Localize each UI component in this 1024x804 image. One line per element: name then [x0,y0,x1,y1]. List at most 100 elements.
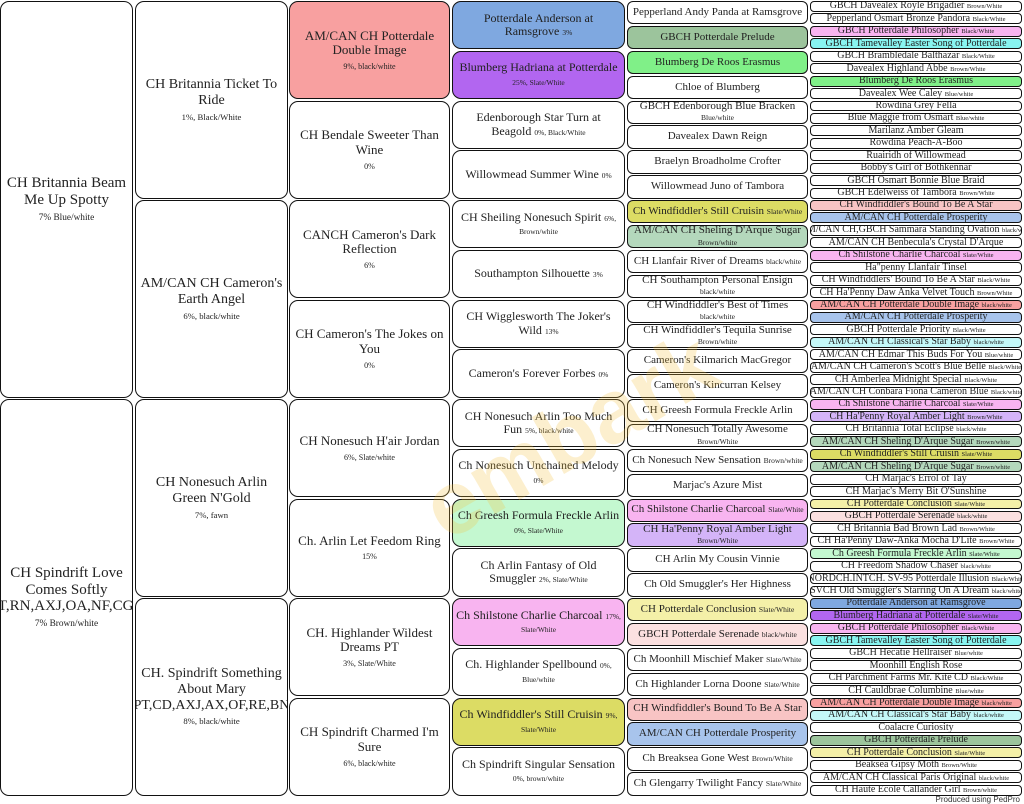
ancestor-box[interactable]: CH Marjac's Errol of Tay [810,473,1022,485]
ancestor-box[interactable]: Pepperland Andy Panda at Ramsgrove [627,1,808,25]
ancestor-box[interactable]: AM/CAN CH Potterdale Double Image 9%, bl… [289,1,450,99]
ancestor-box[interactable]: CH Windfiddlers' Bound To Be A Star Blac… [810,274,1022,286]
ancestor-box[interactable]: CH Britannia Ticket To Ride 1%, Black/Wh… [135,1,288,199]
ancestor-box[interactable]: Ch Arlin Fantasy of Old Smuggler 2%, Sla… [452,548,625,597]
ancestor-box[interactable]: CH Windfiddler's Bound To Be A Star [810,200,1022,211]
ancestor-box[interactable]: AM/CAN CH Sheling D'Arque Sugar Brown/wh… [627,224,808,249]
ancestor-box[interactable]: Ch Shilstone Charlie Charcoal Slate/Whit… [627,498,808,522]
ancestor-box[interactable]: Ch Spindrift Singular Sensation 0%, brow… [452,747,625,796]
ancestor-box[interactable]: GBCH Osmart Bonnie Blue Braid [810,175,1022,187]
ancestor-box[interactable]: Blumberg De Roos Erasmus [627,50,808,75]
ancestor-box[interactable]: Moonhill English Rose [810,660,1022,672]
ancestor-box[interactable]: NORDCH.INTCH. SV-95 Potterdale Illusion … [810,573,1022,585]
ancestor-box[interactable]: Bobby's Girl of Bothkennar [810,162,1022,174]
ancestor-box[interactable]: AM/CAN CH Potterdale Prosperity [627,722,808,746]
ancestor-box[interactable]: CH Southampton Personal Ensign black/whi… [627,274,808,298]
ancestor-box[interactable]: CH Britannia Beam Me Up Spotty 7% Blue/w… [0,1,133,398]
ancestor-box[interactable]: Marilanz Amber Gleam [810,125,1022,137]
ancestor-box[interactable]: Blumberg Hadriana at Potterdale 25%, Sla… [452,50,625,99]
ancestor-box[interactable]: Davealex Dawn Reign [627,125,808,149]
ancestor-box[interactable]: CH Ha'Penny Daw Anka Velvet Touch Brown/… [810,287,1022,298]
ancestor-box[interactable]: Southampton Silhouette 3% [452,249,625,298]
ancestor-box[interactable]: AM/CAN CH Benbecula's Crystal D'Arque [810,237,1022,249]
ancestor-box[interactable]: CH Marjac's Merry Bit O'Sunshine [810,486,1022,497]
ancestor-box[interactable]: Cameron's Kincurran Kelsey [627,374,808,398]
ancestor-box[interactable]: GBCH Potterdale Serenade black/white [627,622,808,647]
ancestor-box[interactable]: Beaksea Gipsy Moth Brown/White [810,759,1022,771]
ancestor-box[interactable]: Ch Shilstone Charlie Charcoal Slate/Whit… [810,399,1022,410]
ancestor-box[interactable]: CH Cauldbrae Columbine Blue/white [810,685,1022,696]
ancestor-box[interactable]: Coalacre Curiosity [810,722,1022,734]
ancestor-box[interactable]: AM/CAN CH Edmar This Buds For You Blue/w… [810,349,1022,361]
ancestor-box[interactable]: Ch Moonhill Mischief Maker Slate/White [627,647,808,672]
ancestor-box[interactable]: CH Windfiddler's Best of Times black/whi… [627,299,808,323]
ancestor-box[interactable]: CH Arlin My Cousin Vinnie [627,548,808,572]
ancestor-box[interactable]: GBCH Tamevalley Easter Song of Potterdal… [810,635,1022,647]
ancestor-box[interactable]: CH Cameron's The Jokes on You 0% [289,299,450,398]
ancestor-box[interactable]: CH Nonesuch Arlin Green N'Gold 7%, fawn [135,399,288,597]
ancestor-box[interactable]: CH Sheiling Nonesuch Spirit 6%, Brown/wh… [452,200,625,249]
ancestor-box[interactable]: Potterdale Anderson at Ramsgrove [810,598,1022,609]
ancestor-box[interactable]: AM/CAN CH Conbara Fiona Cameron Blue Bla… [810,386,1022,398]
ancestor-box[interactable]: Ch Shilstone Charlie Charcoal Slate/Whit… [810,249,1022,261]
ancestor-box[interactable]: GBCH Davealex Royle Brigadier Brown/Whit… [810,1,1022,12]
ancestor-box[interactable]: AM/CAN CH,GBCH Sammara Standing Ovation … [810,224,1022,236]
ancestor-box[interactable]: AM/CAN CH Potterdale Double Image black/… [810,299,1022,311]
ancestor-box[interactable]: Cameron's Kilmarich MacGregor [627,349,808,373]
ancestor-box[interactable]: GBCH Potterdale Prelude [627,25,808,50]
ancestor-box[interactable]: Willowmead Juno of Tambora [627,175,808,199]
ancestor-box[interactable]: CH Llanfair River of Dreams black/white [627,249,808,274]
ancestor-box[interactable]: AM/CAN CH Potterdale Prosperity [810,311,1022,323]
ancestor-box[interactable]: CH Spindrift Love Comes Softly PT,RN,AXJ… [0,399,133,796]
ancestor-box[interactable]: AM/CAN CH Sheling D'Arque Sugar Brown/wh… [810,461,1022,473]
ancestor-box[interactable]: AM/CAN CH Sheling D'Arque Sugar Brown/wh… [810,436,1022,448]
ancestor-box[interactable]: CH Nonesuch Totally Awesome Brown/White [627,423,808,448]
ancestor-box[interactable]: CH Greesh Formula Freckle Arlin [627,399,808,423]
ancestor-box[interactable]: Ha"penny Llanfair Tinsel [810,262,1022,274]
ancestor-box[interactable]: Potterdale Anderson at Ramsgrove 3% [452,1,625,50]
ancestor-box[interactable]: Ch Windfiddler's Still Cruisin 9%, Slate… [452,697,625,746]
ancestor-box[interactable]: Blumberg De Roos Erasmus [810,75,1022,87]
ancestor-box[interactable]: Ch Shilstone Charlie Charcoal 17%, Slate… [452,598,625,647]
ancestor-box[interactable]: Ruairidh of Willowmead [810,150,1022,162]
ancestor-box[interactable]: GBCH Brambledale Balthazar Black/White [810,50,1022,62]
ancestor-box[interactable]: Braelyn Broadholme Crofter [627,150,808,174]
ancestor-box[interactable]: GBCH Potterdale Prelude [810,734,1022,746]
ancestor-box[interactable]: Marjac's Azure Mist [627,473,808,497]
ancestor-box[interactable]: Ch Breaksea Gone West Brown/White [627,747,808,771]
ancestor-box[interactable]: GBCH Potterdale Philosopher Black/White [810,622,1022,634]
ancestor-box[interactable]: CH Spindrift Charmed I'm Sure 6%, black/… [289,697,450,796]
ancestor-box[interactable]: Davealex Wee Caley Blue/white [810,88,1022,99]
ancestor-box[interactable]: AM/CAN CH Potterdale Double Image black/… [810,697,1022,709]
ancestor-box[interactable]: Blue Maggie from Osmart Blue/white [810,112,1022,124]
ancestor-box[interactable]: AM/CAN CH Cameron's Scott's Blue Belle B… [810,361,1022,373]
ancestor-box[interactable]: Willowmead Summer Wine 0% [452,150,625,199]
ancestor-box[interactable]: AM/CAN CH Potterdale Prosperity [810,212,1022,224]
ancestor-box[interactable]: Davealex Highland Abbe Brown/White [810,63,1022,75]
ancestor-box[interactable]: Ch Nonesuch Unchained Melody 0% [452,448,625,497]
ancestor-box[interactable]: Ch. Highlander Spellbound 0%, Blue/white [452,647,625,696]
ancestor-box[interactable]: CH Parchment Farms Mr. Kite CD Black/Whi… [810,672,1022,684]
ancestor-box[interactable]: CH Haute Ecole Callander Girl Brown/whit… [810,784,1022,796]
ancestor-box[interactable]: Edenborough Star Turn at Beagold 0%, Bla… [452,100,625,149]
ancestor-box[interactable]: Pepperland Osmart Bronze Pandora Black/W… [810,13,1022,25]
ancestor-box[interactable]: CANCH Cameron's Dark Reflection 6% [289,200,450,298]
ancestor-box[interactable]: Rowdina Grey Fella [810,100,1022,112]
ancestor-box[interactable]: Cameron's Forever Forbes 0% [452,349,625,398]
ancestor-box[interactable]: AM/CAN CH Classical Paris Original black… [810,772,1022,784]
ancestor-box[interactable]: Ch. Arlin Let Feedom Ring 15% [289,498,450,597]
ancestor-box[interactable]: CH Ha'Penny Royal Amber Light Brown/Whit… [810,411,1022,423]
ancestor-box[interactable]: Chloe of Blumberg [627,75,808,99]
ancestor-box[interactable]: CH Freedom Shadow Chaser black/white [810,560,1022,572]
ancestor-box[interactable]: CH Ha'Penny Royal Amber Light Brown/Whit… [627,523,808,547]
ancestor-box[interactable]: CH Britannia Total Eclipse black/white [810,423,1022,435]
ancestor-box[interactable]: SVCH Old Smuggler's Starring On A Dream … [810,585,1022,597]
ancestor-box[interactable]: CH Nonesuch Arlin Too Much Fun 5%, black… [452,399,625,448]
ancestor-box[interactable]: Ch Windfiddler's Still Cruisin Slate/Whi… [810,448,1022,460]
ancestor-box[interactable]: CH Potterdale Conclusion Slate/White [627,598,808,622]
ancestor-box[interactable]: CH Ha'Penny Daw-Anka Mocha D'Lite Brown/… [810,535,1022,547]
ancestor-box[interactable]: CH. Highlander Wildest Dreams PT 3%, Sla… [289,598,450,696]
ancestor-box[interactable]: Ch Highlander Lorna Doone Slate/White [627,672,808,696]
ancestor-box[interactable]: Rowdina Peach-A-Boo [810,137,1022,149]
ancestor-box[interactable]: CH Potterdale Conclusion Slate/White [810,747,1022,759]
